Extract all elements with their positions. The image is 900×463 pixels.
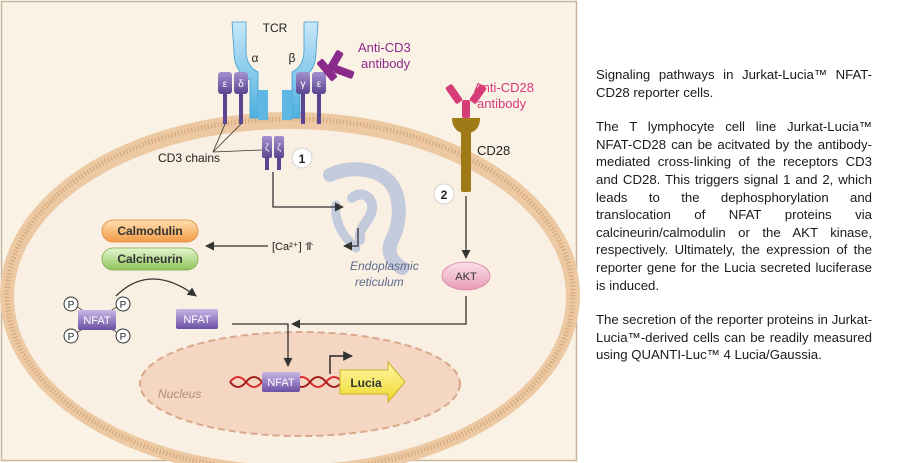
phospho-bottom-left-label: P bbox=[68, 332, 75, 343]
cd3-chains-pointer bbox=[212, 123, 263, 153]
tcr-complex bbox=[231, 21, 319, 120]
arrow-dephosphorylation bbox=[115, 278, 197, 297]
anti-cd28-antibody bbox=[445, 84, 487, 118]
alpha-label: α bbox=[252, 51, 259, 65]
phospho-top-left bbox=[63, 296, 79, 312]
anti-cd28-label-line2: antibody bbox=[477, 96, 527, 111]
phospho-top-right-label: P bbox=[120, 300, 127, 311]
gamma-label: γ bbox=[301, 79, 306, 90]
calcineurin-label: Calcineurin bbox=[117, 252, 182, 266]
cd28-receptor bbox=[452, 118, 480, 192]
pathway-arrows bbox=[115, 172, 471, 367]
anti-cd3-antibody bbox=[317, 50, 355, 81]
phospho-bottom-right-label: P bbox=[120, 332, 127, 343]
arrow-akt-to-nucleus bbox=[291, 296, 467, 329]
signal-2-label: 2 bbox=[441, 188, 448, 202]
tcr-label: TCR bbox=[263, 21, 288, 35]
anti-cd3-label-line2: antibody bbox=[361, 56, 411, 71]
cd3-chains-right bbox=[296, 72, 326, 124]
nfat-nuclear bbox=[262, 372, 300, 392]
signaling-diagram: Endoplasmic reticulum Nucleus NFAT Lucia… bbox=[0, 0, 580, 463]
caption-title: Signaling pathways in Jurkat-Lucia™ NFAT… bbox=[596, 67, 872, 100]
calcineurin-pill bbox=[101, 247, 199, 271]
nfat-phospho-label: NFAT bbox=[83, 315, 111, 327]
phospho-bottom-left bbox=[63, 328, 79, 344]
beta-label: β bbox=[289, 51, 296, 65]
transcription-arrow bbox=[329, 351, 353, 374]
lucia-gene bbox=[339, 360, 406, 404]
zeta-left-label: ζ bbox=[265, 142, 269, 152]
akt-ellipse bbox=[441, 261, 491, 291]
signal-2-badge bbox=[433, 183, 455, 205]
phospho-top-right bbox=[115, 296, 131, 312]
signal-1-label: 1 bbox=[299, 152, 306, 166]
delta-label: δ bbox=[238, 79, 244, 90]
epsilon-left-label: ε bbox=[223, 79, 228, 90]
nucleus-label: Nucleus bbox=[158, 387, 201, 401]
arrow-nfat-to-nucleus bbox=[232, 323, 293, 367]
er-label-line2: reticulum bbox=[355, 275, 404, 289]
caption-note: The secretion of the reporter proteins i… bbox=[596, 312, 872, 363]
calmodulin-label: Calmodulin bbox=[117, 224, 182, 238]
cd28-label: CD28 bbox=[477, 143, 510, 158]
akt-label: AKT bbox=[455, 271, 477, 283]
phospho-top-left-label: P bbox=[68, 300, 75, 311]
cd3-chains-label: CD3 chains bbox=[158, 151, 220, 165]
lucia-label: Lucia bbox=[350, 376, 382, 390]
signal-1-badge bbox=[291, 147, 313, 169]
zeta-right-label: ζ bbox=[277, 142, 281, 152]
anti-cd3-label-line1: Anti-CD3 bbox=[358, 40, 411, 55]
zeta-chains bbox=[262, 136, 284, 170]
cd3-chains-left bbox=[218, 72, 248, 124]
nfat-active-label: NFAT bbox=[183, 314, 211, 326]
nfat-active bbox=[176, 309, 218, 329]
arrow-signal1-to-er bbox=[272, 172, 344, 212]
calmodulin-pill bbox=[101, 219, 199, 243]
caption-body: The T lymphocyte cell line Jurkat-Lucia™… bbox=[596, 119, 872, 293]
nfat-nuclear-label: NFAT bbox=[267, 377, 295, 389]
epsilon-right-label: ε bbox=[317, 79, 322, 90]
anti-cd28-label-line1: Anti-CD28 bbox=[474, 80, 534, 95]
arrow-er-to-calcium bbox=[343, 228, 359, 251]
figure-caption: Signaling pathways in Jurkat-Lucia™ NFAT… bbox=[596, 66, 872, 381]
er-label-line1: Endoplasmic bbox=[350, 259, 419, 273]
calcium-label: [Ca²⁺] ⥣ bbox=[272, 241, 313, 253]
phospho-bottom-right bbox=[115, 328, 131, 344]
